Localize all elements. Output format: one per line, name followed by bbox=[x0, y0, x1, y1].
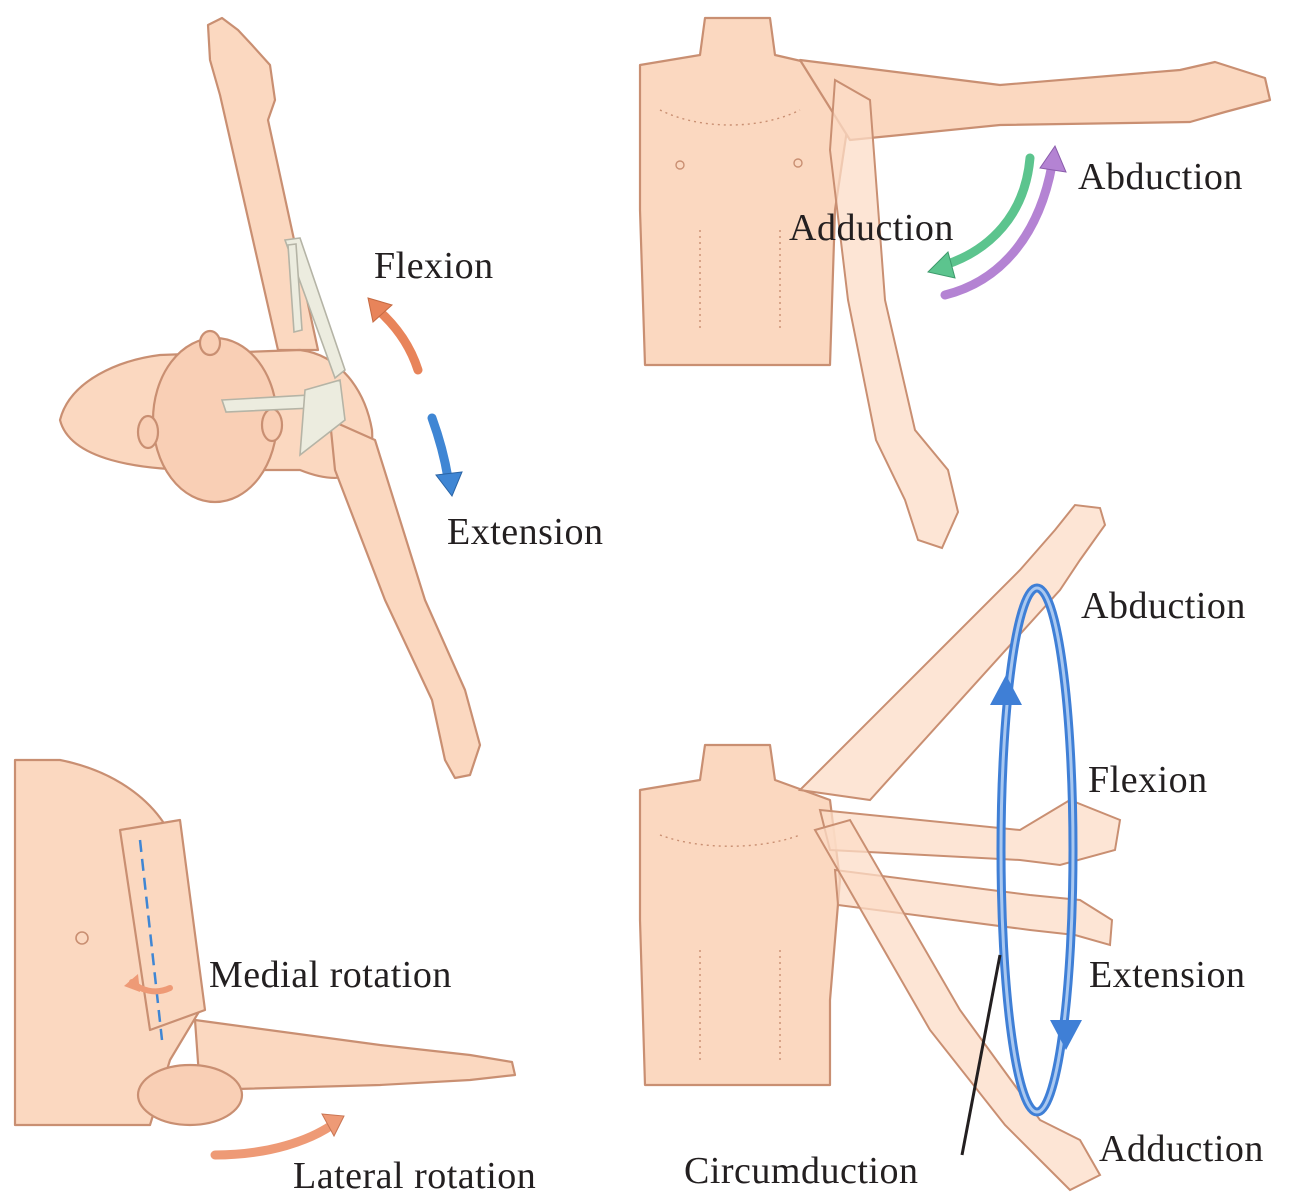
abduction-adduction-figure bbox=[640, 18, 1270, 548]
head-top-view bbox=[153, 338, 277, 502]
raised-arm bbox=[208, 18, 318, 350]
medial-rotation-label: Medial rotation bbox=[209, 956, 452, 994]
flexion-extension-figure bbox=[60, 18, 480, 778]
ring-arrow-down bbox=[1050, 1020, 1082, 1050]
ear-right bbox=[262, 409, 282, 441]
ring-arrow-up bbox=[990, 675, 1022, 705]
nose bbox=[200, 331, 220, 355]
forearm-extended bbox=[195, 1020, 515, 1090]
lateral-rotation-arrow bbox=[215, 1125, 332, 1155]
circumduction-flexion-label: Flexion bbox=[1088, 761, 1208, 799]
extension-arrow bbox=[432, 418, 448, 478]
extension-label: Extension bbox=[447, 513, 603, 551]
flexion-label: Flexion bbox=[374, 247, 494, 285]
circumduction-extension-label: Extension bbox=[1089, 956, 1245, 994]
circumduction-adduction-label: Adduction bbox=[1099, 1130, 1264, 1168]
adduction-label: Adduction bbox=[789, 209, 954, 247]
flexion-arrow bbox=[378, 310, 418, 370]
ear-left bbox=[138, 416, 158, 448]
torso-front-2 bbox=[640, 745, 840, 1085]
fist bbox=[138, 1065, 242, 1125]
lateral-rotation-label: Lateral rotation bbox=[293, 1157, 536, 1195]
circumduction-label: Circumduction bbox=[684, 1152, 918, 1190]
arm-adducted bbox=[830, 80, 958, 548]
circumduction-abduction-label: Abduction bbox=[1081, 587, 1246, 625]
circumduction-figure bbox=[640, 505, 1120, 1190]
arm-down bbox=[815, 820, 1100, 1190]
abduction-label: Abduction bbox=[1078, 158, 1243, 196]
